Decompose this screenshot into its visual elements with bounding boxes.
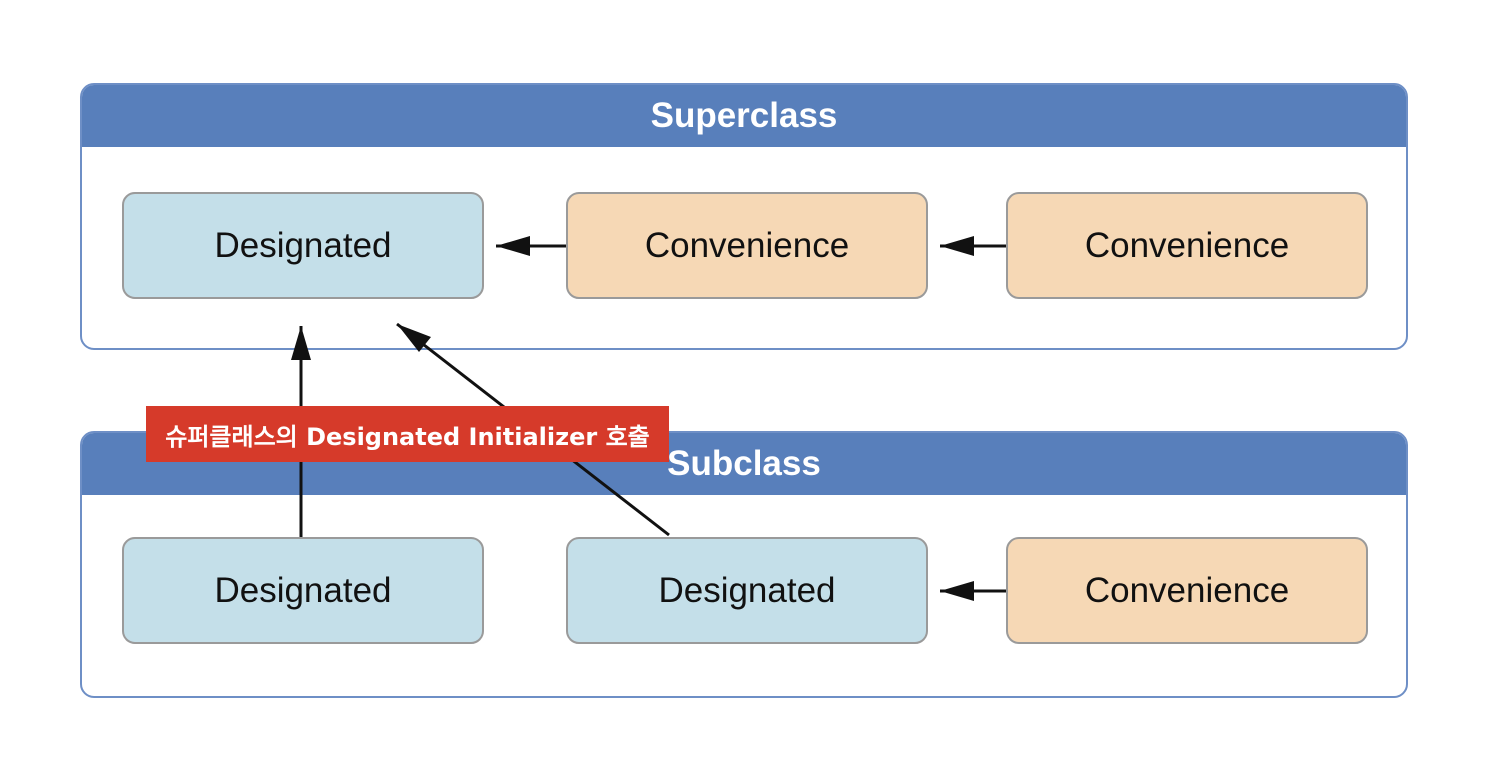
arrowhead-super-convenience-to-convenience <box>940 236 974 256</box>
arrowhead-super-convenience-to-designated <box>496 236 530 256</box>
superclass-convenience-box-2: Convenience <box>1006 192 1368 299</box>
arrowhead-sub-designated1-to-super-designated <box>291 326 311 360</box>
superclass-convenience-box-1: Convenience <box>566 192 928 299</box>
superclass-designated-box: Designated <box>122 192 484 299</box>
arrowhead-sub-convenience-to-designated <box>940 581 974 601</box>
caption-label: 슈퍼클래스의 Designated Initializer 호출 <box>146 406 669 462</box>
subclass-convenience-box: Convenience <box>1006 537 1368 644</box>
arrowhead-sub-designated2-to-super-designated <box>397 324 431 352</box>
superclass-title: Superclass <box>82 85 1406 147</box>
subclass-designated-box-1: Designated <box>122 537 484 644</box>
subclass-designated-box-2: Designated <box>566 537 928 644</box>
